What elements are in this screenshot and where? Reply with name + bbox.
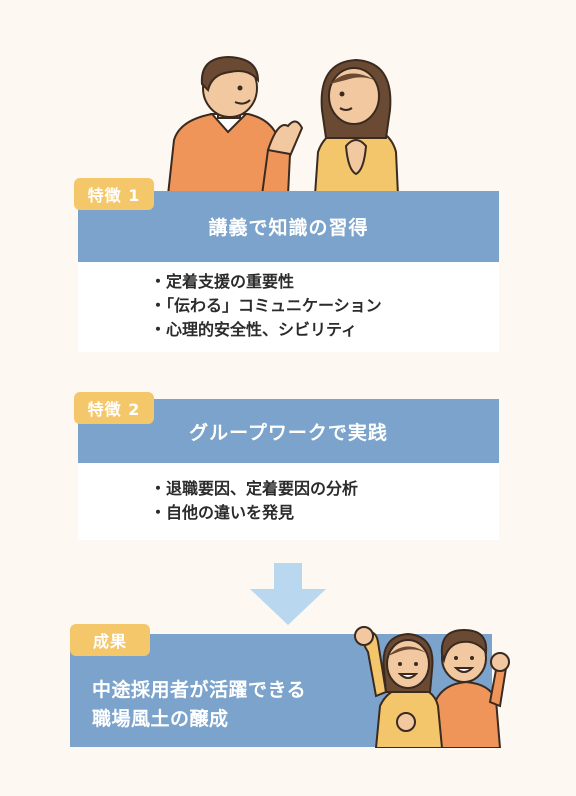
- man-figure: [166, 55, 304, 195]
- feature1-tag-label: 特徴 1: [87, 186, 141, 205]
- feature2-content-box: [78, 463, 499, 540]
- feature1-list: ・定着支援の重要性 ・「伝わる」コミュニケーション ・心理的安全性、シビリティ: [150, 270, 382, 342]
- feature2-tag-label: 特徴 2: [87, 400, 141, 419]
- result-line-2: 職場風土の醸成: [92, 708, 229, 730]
- result-line-1: 中途採用者が活躍できる: [92, 679, 307, 701]
- feature1-tag: 特徴 1: [74, 178, 154, 210]
- list-item: ・「伝わる」コミュニケーション: [150, 296, 382, 315]
- feature2-list: ・退職要因、定着要因の分析 ・自他の違いを発見: [150, 477, 358, 525]
- cheering-woman: [354, 626, 444, 748]
- feature2-tag: 特徴 2: [74, 392, 154, 424]
- feature1-title: 講義で知識の習得: [208, 217, 369, 239]
- list-item: ・退職要因、定着要因の分析: [150, 479, 359, 498]
- result-tag-label: 成果: [92, 632, 127, 651]
- list-item: ・定着支援の重要性: [150, 272, 295, 291]
- result-tag: 成果: [70, 624, 150, 656]
- woman-figure: [313, 58, 400, 195]
- list-item: ・自他の違いを発見: [150, 503, 295, 522]
- cheering-man: [430, 628, 510, 748]
- feature1-content-box: [78, 262, 499, 352]
- arrow-down-icon: [250, 563, 326, 625]
- conversation-illustration: [166, 55, 400, 195]
- feature2-title: グループワークで実践: [189, 421, 388, 444]
- cheering-people-illustration: [354, 626, 510, 748]
- list-item: ・心理的安全性、シビリティ: [150, 320, 358, 339]
